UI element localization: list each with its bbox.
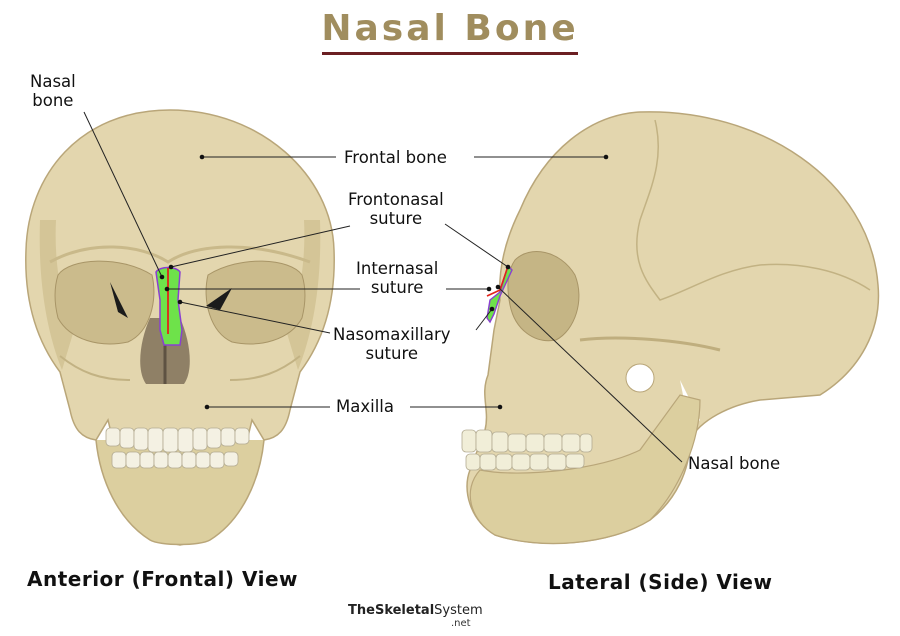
label-line-1: Frontonasal bbox=[348, 190, 444, 209]
label-line-2: bone bbox=[32, 91, 74, 110]
label-line-2: suture bbox=[370, 278, 424, 297]
page-title: Nasal Bone bbox=[321, 8, 579, 49]
label-nasomaxillary-suture: Nasomaxillary suture bbox=[333, 325, 451, 363]
label-line-1: Internasal bbox=[356, 259, 439, 278]
title-underline bbox=[322, 52, 578, 55]
label-line-1: Nasal bbox=[30, 72, 76, 91]
label-line-2: suture bbox=[369, 209, 423, 228]
label-nasal-bone-right: Nasal bone bbox=[688, 454, 781, 473]
nasal-bone-anterior-highlight bbox=[155, 266, 183, 346]
label-line-2: suture bbox=[365, 344, 419, 363]
view-caption-lateral: Lateral (Side) View bbox=[548, 570, 773, 594]
label-frontal-bone: Frontal bone bbox=[344, 148, 447, 167]
anterior-skull bbox=[25, 109, 335, 546]
brand-system: System bbox=[434, 603, 483, 618]
brand-the: The bbox=[348, 603, 375, 618]
lateral-skull bbox=[461, 111, 880, 545]
label-nasal-bone-left: Nasal bone bbox=[30, 72, 76, 110]
brand-skeletal: Skeletal bbox=[374, 603, 435, 618]
leader-dots bbox=[159, 154, 609, 410]
label-line-1: Nasomaxillary bbox=[333, 325, 451, 344]
leader-lines bbox=[83, 111, 683, 463]
brand-logo: TheSkeletalSystem bbox=[348, 603, 483, 618]
label-maxilla: Maxilla bbox=[336, 397, 394, 416]
brand-tld: .net bbox=[451, 618, 471, 629]
view-caption-anterior: Anterior (Frontal) View bbox=[27, 567, 299, 591]
label-frontonasal-suture: Frontonasal suture bbox=[348, 190, 444, 228]
label-internasal-suture: Internasal suture bbox=[356, 259, 438, 297]
